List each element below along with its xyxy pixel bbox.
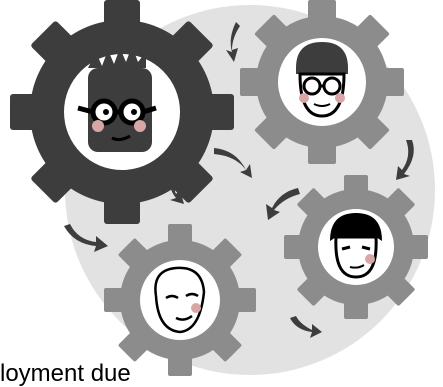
caption-text: loyment due: [0, 360, 131, 387]
gear-top-right: [240, 0, 404, 164]
gear-large-dark: [10, 0, 234, 224]
face-icon: [296, 42, 348, 116]
gear-bottom-center: [104, 224, 256, 376]
gear-middle-right: [284, 175, 428, 319]
